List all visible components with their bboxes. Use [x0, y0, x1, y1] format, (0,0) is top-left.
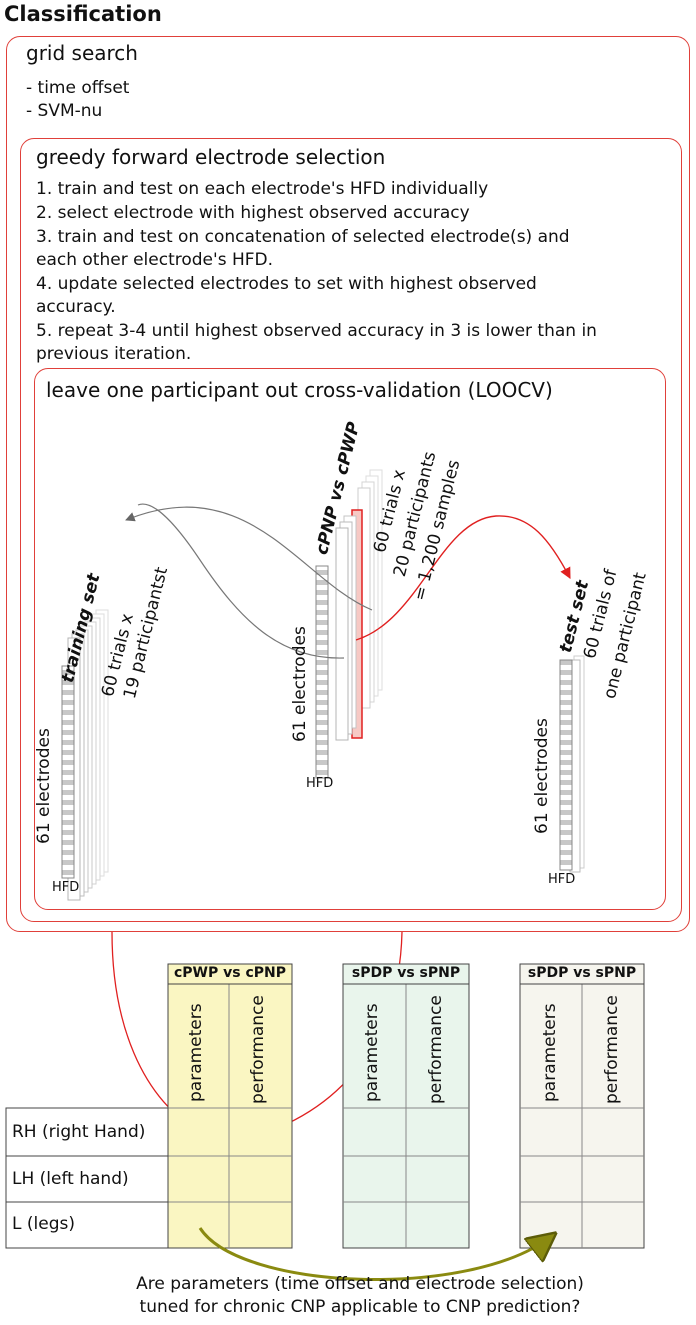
row-label-rh: RH (right Hand)	[12, 1122, 146, 1142]
table-spdp2-title: sPDP vs sPNP	[527, 965, 637, 981]
greedy-step: 4. update selected electrodes to set wit…	[36, 274, 537, 294]
training-set-stack	[61, 609, 109, 901]
greedy-step: 1. train and test on each electrode's HF…	[36, 179, 489, 199]
loocv-title: leave one participant out cross-validati…	[46, 378, 553, 402]
greedy-step: each other electrode's HFD.	[36, 250, 274, 270]
table-spdp2-col-parameters: parameters	[540, 1003, 560, 1102]
training-arrow	[125, 506, 373, 611]
row-label-lh: LH (left hand)	[12, 1169, 129, 1189]
grid-search-title: grid search	[26, 41, 138, 65]
table-spdp2-col-performance: performance	[602, 995, 622, 1104]
full-dataset-hfd: HFD	[306, 776, 334, 791]
greedy-step: 2. select electrode with highest observe…	[36, 203, 470, 223]
greedy-step: previous iteration.	[36, 344, 192, 364]
grid-search-frame	[6, 36, 690, 932]
training-set-hfd: HFD	[52, 880, 80, 895]
test-set-electrodes: 61 electrodes	[532, 718, 552, 834]
greedy-step: accuracy.	[36, 297, 116, 317]
full-dataset-stack	[315, 469, 383, 779]
loocv-frame	[34, 368, 666, 910]
transfer-arrow	[198, 1227, 552, 1281]
question-line-1: Are parameters (time offset and electrod…	[136, 1274, 584, 1294]
grid-search-item: - SVM-nu	[26, 101, 103, 121]
test-set-stack	[559, 655, 585, 873]
table-cpwp-col-performance: performance	[248, 995, 268, 1104]
test-arrow	[355, 515, 571, 641]
greedy-step: 3. train and test on concatenation of se…	[36, 227, 570, 247]
row-label-grid	[5, 1107, 169, 1249]
row-label-legs: L (legs)	[12, 1214, 75, 1234]
table-spdp2-grid	[519, 963, 645, 1249]
full-dataset-electrodes: 61 electrodes	[290, 626, 310, 742]
table-cpwp-title: cPWP vs cPNP	[173, 965, 286, 981]
table-spdp-grid	[342, 963, 470, 1249]
table-spdp-col-performance: performance	[426, 995, 446, 1104]
greedy-step: 5. repeat 3-4 until highest observed acc…	[36, 321, 597, 341]
training-arrow-secondary	[137, 503, 345, 659]
greedy-selection-frame	[20, 138, 682, 922]
question-line-2: tuned for chronic CNP applicable to CNP …	[139, 1297, 581, 1317]
greedy-selection-title: greedy forward electrode selection	[36, 145, 386, 169]
table-spdp-col-parameters: parameters	[362, 1003, 382, 1102]
table-cpwp-grid	[167, 963, 293, 1249]
grid-search-item: - time offset	[26, 78, 130, 98]
training-set-electrodes: 61 electrodes	[34, 728, 54, 844]
figure-heading: Classification	[4, 2, 162, 26]
table-spdp-title: sPDP vs sPNP	[351, 965, 461, 981]
test-set-hfd: HFD	[548, 872, 576, 887]
table-cpwp-col-parameters: parameters	[186, 1003, 206, 1102]
